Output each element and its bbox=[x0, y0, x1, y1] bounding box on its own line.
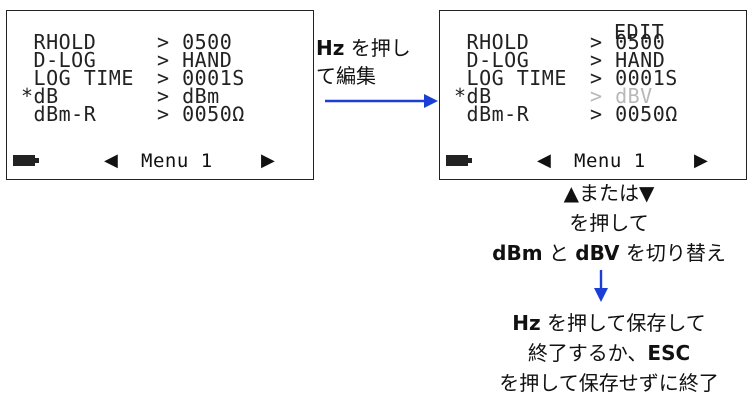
nav-left-icon: ◀ bbox=[104, 150, 118, 171]
save-line2: 終了するか、ESC bbox=[527, 341, 691, 365]
arrow-right-head bbox=[424, 94, 438, 108]
row-label-dlog: D-LOG bbox=[21, 48, 97, 72]
row-value-db: > dBm bbox=[157, 84, 220, 108]
row-value-logtime: > 0001S bbox=[157, 66, 245, 90]
menu-label: Menu 1 bbox=[574, 150, 646, 172]
lcd-screen-editing: EDIT RHOLD > 0500 D-LOG > HAND LOG TIME … bbox=[439, 10, 747, 180]
toggle-line3: dBm と dBV を切り替え bbox=[492, 241, 726, 265]
edit-caption-line1: を押し bbox=[344, 36, 411, 60]
edit-caption: Hz を押し て編集 bbox=[316, 34, 440, 90]
edit-caption-line2: て編集 bbox=[316, 64, 376, 88]
menu-label: Menu 1 bbox=[141, 150, 213, 172]
row-value-logtime: > 0001S bbox=[590, 66, 678, 90]
lcd-screen-before: RHOLD > 0500 D-LOG > HAND LOG TIME > 000… bbox=[6, 10, 314, 180]
row-label-rhold: RHOLD bbox=[21, 30, 97, 54]
row-value-dlog: > HAND bbox=[157, 48, 233, 72]
row-label-rhold: RHOLD bbox=[454, 30, 530, 54]
status-bar: ◀ Menu 1 ▶ bbox=[446, 150, 740, 172]
row-label-db: *dB bbox=[21, 84, 59, 108]
row-value-db-editing: > dBV bbox=[590, 84, 653, 108]
save-line1: Hz を押して保存して bbox=[512, 311, 706, 335]
row-value-rhold: > 0500 bbox=[590, 30, 666, 54]
row-label-dbmr: dBm-R bbox=[454, 102, 530, 126]
row-value-dbmr: > 0050Ω bbox=[590, 102, 678, 126]
hz-key-label: Hz bbox=[316, 36, 345, 60]
edit-indicator: EDIT bbox=[614, 20, 665, 44]
row-label-dlog: D-LOG bbox=[454, 48, 530, 72]
toggle-line1: ▲または▼ bbox=[563, 181, 655, 205]
row-value-dlog: > HAND bbox=[590, 48, 666, 72]
nav-right-icon: ▶ bbox=[261, 150, 275, 171]
toggle-instruction: ▲または▼ を押して dBm と dBV を切り替え bbox=[424, 178, 749, 268]
row-label-dbmr: dBm-R bbox=[21, 102, 97, 126]
save-line3: を押して保存せずに終了 bbox=[499, 371, 719, 395]
toggle-line2: を押して bbox=[569, 211, 649, 235]
row-label-db: *dB bbox=[454, 84, 492, 108]
arrow-down-head bbox=[594, 288, 608, 302]
status-bar: ◀ Menu 1 ▶ bbox=[13, 150, 307, 172]
row-value-rhold: > 0500 bbox=[157, 30, 233, 54]
row-label-logtime: LOG TIME bbox=[454, 66, 567, 90]
battery-icon bbox=[446, 155, 472, 166]
row-value-dbmr: > 0050Ω bbox=[157, 102, 245, 126]
battery-icon bbox=[13, 155, 39, 166]
row-label-logtime: LOG TIME bbox=[21, 66, 134, 90]
save-instruction: Hz を押して保存して 終了するか、ESC を押して保存せずに終了 bbox=[424, 308, 749, 398]
nav-right-icon: ▶ bbox=[694, 150, 708, 171]
nav-left-icon: ◀ bbox=[537, 150, 551, 171]
